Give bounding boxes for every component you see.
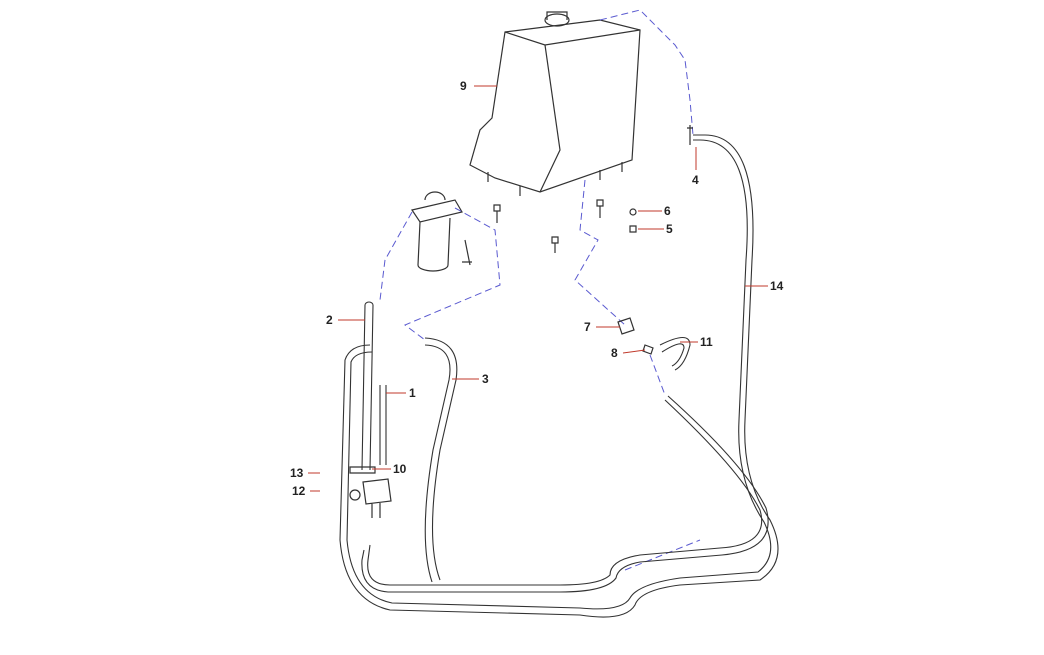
callout-labels: 9 4 6 5 14 2 3 7 11 8 1 10 13 12 xyxy=(290,79,784,498)
fuel-tank xyxy=(469,11,641,196)
bolts xyxy=(493,199,637,253)
leader-lines xyxy=(308,85,768,492)
callout-12: 12 xyxy=(292,484,306,498)
fuel-pump xyxy=(349,125,693,518)
callout-1: 1 xyxy=(409,386,416,400)
callout-5: 5 xyxy=(666,222,673,236)
callout-8: 8 xyxy=(611,346,618,360)
callout-2: 2 xyxy=(326,313,333,327)
callout-9: 9 xyxy=(460,79,467,93)
callout-7: 7 xyxy=(584,320,591,334)
hoses xyxy=(339,134,779,618)
callout-11: 11 xyxy=(700,335,713,349)
fuel-filter xyxy=(411,191,472,272)
assembly-paths xyxy=(379,9,701,571)
callout-6: 6 xyxy=(664,204,671,218)
callout-10: 10 xyxy=(393,462,407,476)
callout-14: 14 xyxy=(770,279,784,293)
callout-3: 3 xyxy=(482,372,489,386)
callout-13: 13 xyxy=(290,466,304,480)
callout-4: 4 xyxy=(692,173,699,187)
